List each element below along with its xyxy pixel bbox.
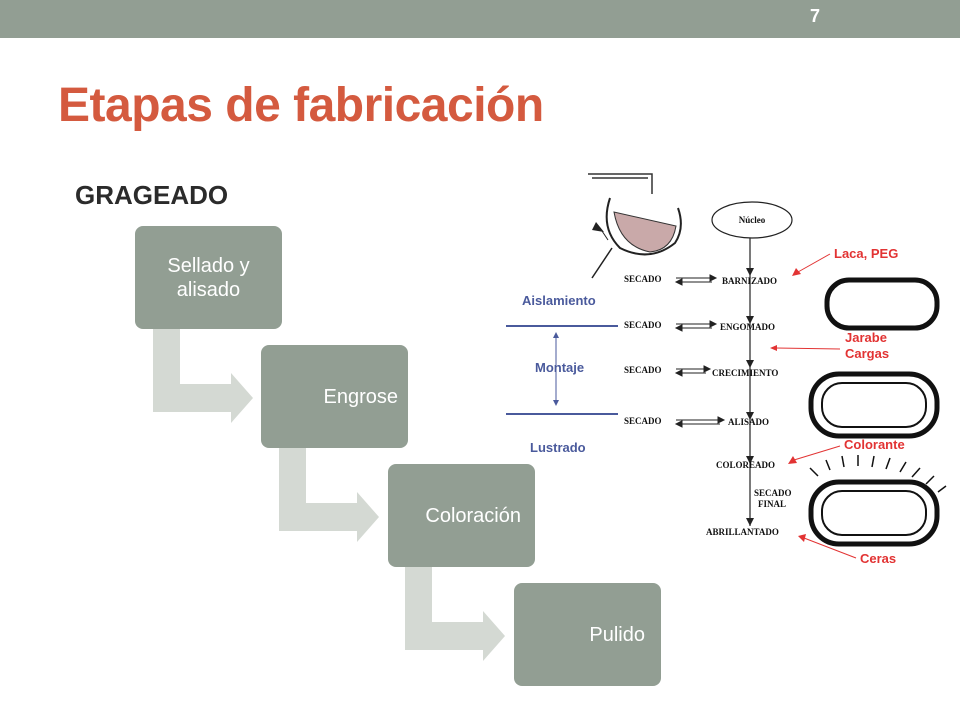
step-box-coloracion: Coloración [388, 464, 535, 567]
process-alisado: ALISADO [728, 417, 769, 427]
additive-colorante: Colorante [844, 437, 905, 452]
shine-rays [809, 455, 947, 493]
drying-3: SECADO [624, 365, 662, 375]
phase-montaje: Montaje [535, 360, 584, 375]
page-number: 7 [809, 6, 820, 26]
slide-title: Etapas de fabricación [58, 79, 544, 132]
coating-pan-illustration [588, 173, 682, 279]
drying-1: SECADO [624, 274, 662, 284]
process-barnizado: BARNIZADO [722, 276, 777, 286]
drying-4: SECADO [624, 416, 662, 426]
phase-lustrado: Lustrado [530, 440, 586, 455]
tablet-layer-2 [808, 371, 940, 439]
additive-laca-peg: Laca, PEG [834, 246, 898, 261]
nucleus-node [711, 201, 793, 239]
tablet-layer-3 [808, 479, 940, 547]
additive-cargas: Cargas [845, 346, 889, 361]
phase-aislamiento: Aislamiento [522, 293, 596, 308]
process-crecimiento: CRECIMIENTO [712, 368, 778, 378]
process-coloreado: COLOREADO [716, 460, 775, 470]
connector-arrow-3 [405, 567, 505, 661]
drying-2: SECADO [624, 320, 662, 330]
nucleus-label: Núcleo [739, 215, 766, 225]
connector-arrow-1 [153, 329, 253, 423]
process-abrillantado: ABRILLANTADO [706, 527, 779, 537]
tablet-layer-1 [824, 277, 940, 331]
step-box-sellado: Sellado y alisado [135, 226, 282, 329]
slide-subtitle: GRAGEADO [75, 180, 229, 210]
additive-jarabe: Jarabe [845, 330, 887, 345]
coating-process-diagram: Núcleo BARNIZADO ENGOMADO CRECIMIENTO AL… [506, 173, 947, 566]
final-drying-line1: SECADO [754, 488, 792, 498]
process-engomado: ENGOMADO [720, 322, 775, 332]
top-bar: 7 [0, 0, 960, 38]
connector-arrow-2 [279, 448, 379, 542]
additive-ceras: Ceras [860, 551, 896, 566]
step-box-pulido: Pulido [514, 583, 661, 686]
step-box-engrose: Engrose [261, 345, 408, 448]
final-drying-line2: FINAL [758, 499, 786, 509]
